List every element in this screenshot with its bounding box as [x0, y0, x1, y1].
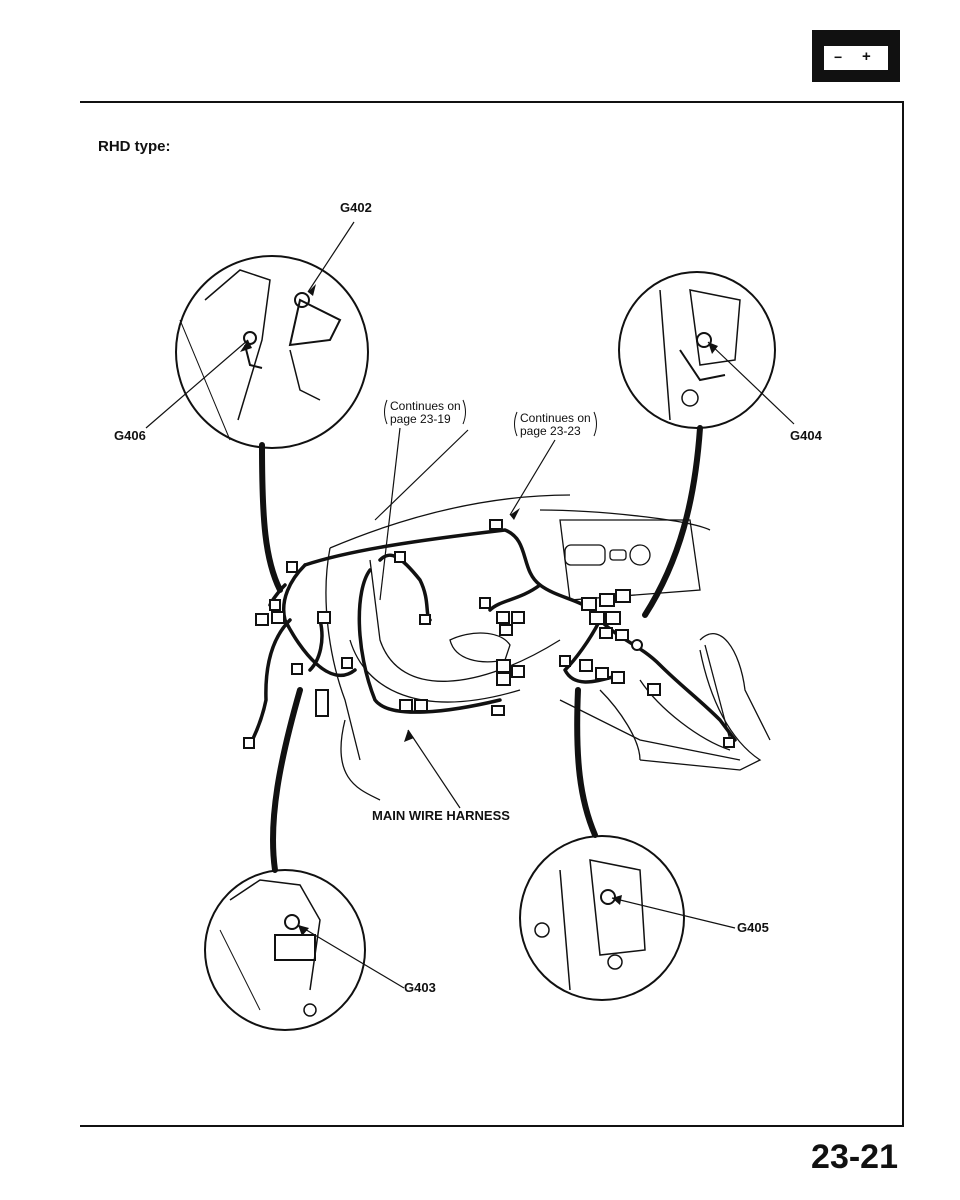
frame-bottom-rule	[80, 1125, 904, 1127]
continues-note-left: Continues on page 23-19	[384, 399, 466, 426]
continues-note-right: Continues on page 23-23	[514, 411, 597, 438]
label-main-wire-harness: MAIN WIRE HARNESS	[372, 808, 510, 823]
label-g406: G406	[114, 428, 146, 443]
detail-circle-g405	[519, 835, 685, 1001]
detail-circle-g404	[618, 271, 776, 429]
frame-right-rule	[902, 101, 904, 1127]
dashboard-outline	[325, 494, 771, 801]
label-g402: G402	[340, 200, 372, 215]
battery-minus: −	[834, 49, 843, 65]
continues-left-line2: page 23-19	[390, 412, 451, 426]
detail-circle-g403	[204, 869, 366, 1031]
leader-lines	[145, 221, 795, 989]
arrowheads	[240, 284, 718, 936]
continues-left-line1: Continues on	[390, 399, 461, 413]
frame-top-rule	[80, 101, 904, 103]
continues-right-line2: page 23-23	[520, 424, 581, 438]
main-wire-harness	[248, 528, 737, 747]
harness-connectors	[243, 519, 735, 749]
circle-connector-lines	[259, 425, 703, 873]
continues-right-line1: Continues on	[520, 411, 591, 425]
label-g404: G404	[790, 428, 823, 443]
detail-circle-g402-g406	[175, 255, 369, 449]
section-title: RHD type:	[98, 138, 171, 155]
battery-terminal-signs: − +	[812, 30, 900, 82]
battery-plus: +	[862, 48, 871, 65]
battery-icon	[812, 30, 900, 82]
label-g403: G403	[404, 980, 436, 995]
page-number: 23-21	[811, 1138, 898, 1176]
label-g405: G405	[737, 920, 769, 935]
